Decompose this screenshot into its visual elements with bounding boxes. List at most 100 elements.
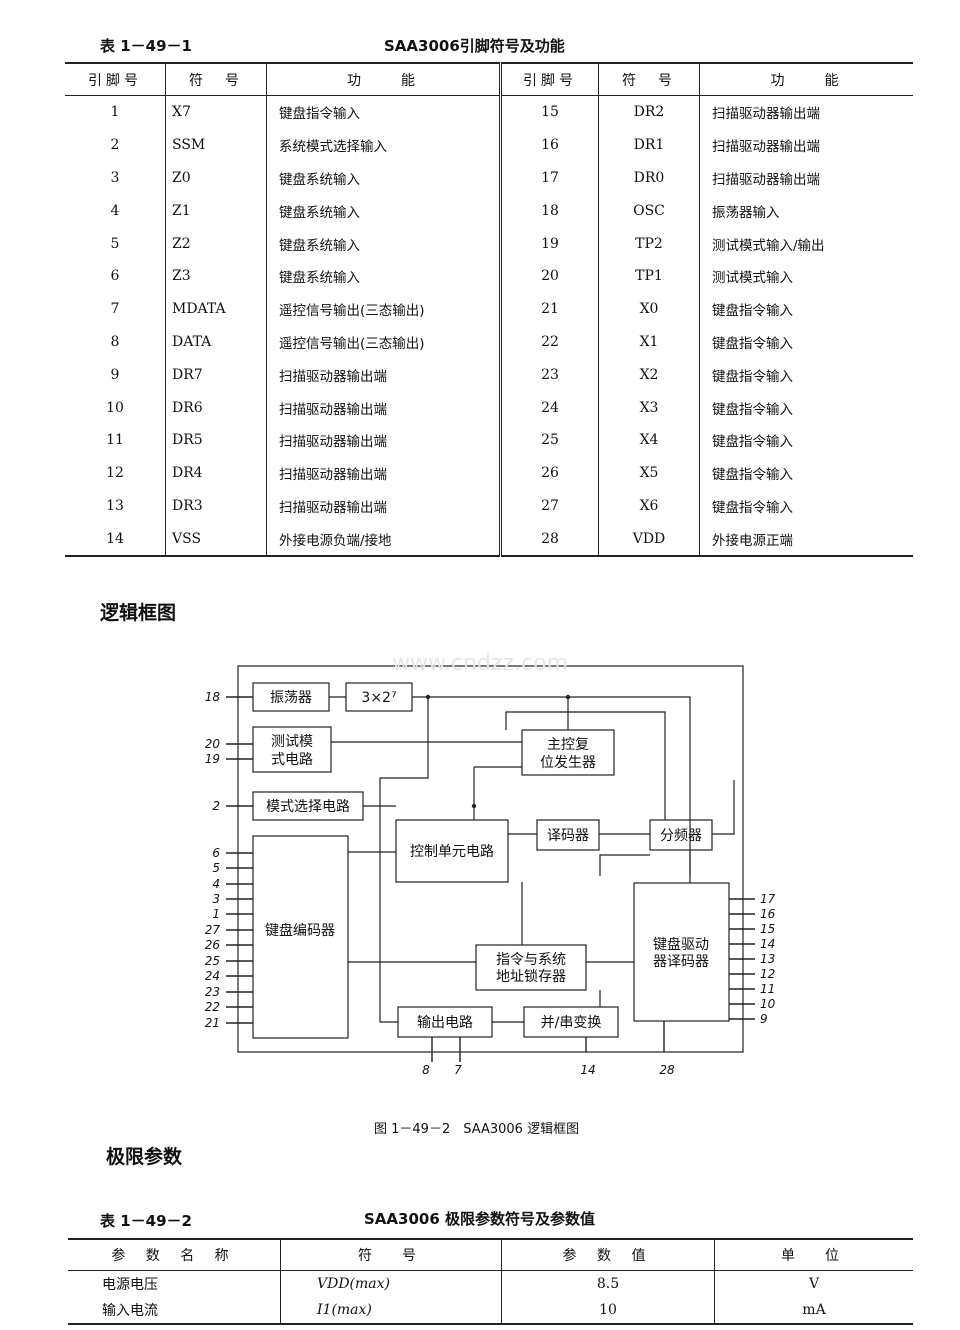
limit-header-unit: 单 位 — [714, 1238, 913, 1271]
test-block — [252, 726, 332, 773]
param-value: 10 — [501, 1297, 715, 1325]
pin-number-2: 19 — [500, 227, 599, 260]
pin-number: 7 — [65, 292, 166, 326]
pin-function-2: 键盘指令输入 — [712, 303, 793, 320]
reset-label-1: 主控复 — [547, 736, 589, 753]
pin-symbol: Z1 — [165, 194, 267, 228]
table1-number: 表 1－49－1 — [100, 37, 192, 55]
param-unit: V — [808, 1276, 820, 1292]
section-limits-title: 极限参数 — [106, 1146, 183, 1168]
pin-number: 13 — [65, 489, 166, 523]
pin-number-2: 22 — [500, 325, 599, 359]
table2-title: SAA3006 极限参数符号及参数值 — [364, 1210, 595, 1228]
header-function: 功 能 — [266, 62, 502, 96]
pin-symbol-2: OSC — [598, 194, 700, 228]
limit-header-value: 参 数 值 — [501, 1238, 715, 1271]
pin-number: 11 — [65, 423, 166, 457]
pin-function: 扫描驱动器输出端 — [266, 489, 502, 523]
pin-symbol-2: X0 — [598, 292, 700, 326]
pin-label-left: 21 — [205, 1016, 220, 1030]
pin-symbol: Z3 — [165, 259, 267, 293]
pin-symbol-2: TP1 — [598, 259, 700, 293]
pin-function: 扫描驱动器输出端 — [266, 423, 502, 457]
param-value: 8.5 — [501, 1270, 715, 1297]
keyenc-block — [252, 835, 349, 1039]
pin-function: 键盘指令输入 — [266, 95, 502, 129]
pin-symbol-2: X5 — [598, 456, 700, 490]
pin-symbol-2: X1 — [598, 325, 700, 359]
ctrl-block — [395, 819, 509, 883]
left-pin-stubs — [226, 696, 253, 1024]
pin-label-bottom: 14 — [580, 1063, 595, 1077]
pin-function: 键盘系统输入 — [266, 259, 502, 293]
pin-function-2: 键盘指令输入 — [712, 401, 793, 418]
param-symbol: I1(max) — [280, 1297, 502, 1325]
keyenc-label: 键盘编码器 — [265, 922, 335, 939]
pin-function-2: 键盘指令输入 — [712, 434, 793, 451]
header-symbol-2: 符 号 — [598, 62, 700, 96]
pin-label-left: 2 — [212, 799, 220, 813]
pin-function-2: 扫描驱动器输出端 — [712, 139, 820, 156]
pin-function-2: 扫描驱动器输出端 — [712, 106, 820, 123]
pin-label-left: 24 — [205, 969, 220, 983]
pin-label-right: 13 — [760, 952, 775, 966]
pin-label-left: 5 — [212, 861, 220, 875]
pin-function-2: 外接电源正端 — [699, 522, 913, 558]
pin-symbol: Z2 — [165, 227, 267, 260]
pin-symbol: DR3 — [165, 489, 267, 523]
pin-number-2: 24 — [500, 391, 599, 424]
header-pin-2: 引脚号 — [500, 62, 599, 96]
pin-function-2: 测试模式输入/输出 — [712, 237, 825, 254]
pin-function-2: 扫描驱动器输出端 — [712, 171, 820, 188]
pin-number: 9 — [65, 358, 166, 392]
pin-label-bottom: 8 — [422, 1063, 430, 1077]
osc-label: 振荡器 — [270, 690, 312, 706]
pin-label-left: 4 — [212, 877, 220, 891]
right-pin-stubs — [729, 898, 755, 1020]
pin-label-left: 20 — [205, 737, 221, 751]
pin-label-right: 14 — [760, 937, 775, 951]
mode-label: 模式选择电路 — [266, 799, 350, 815]
pin-function: 键盘系统输入 — [266, 227, 502, 260]
pin-number: 5 — [65, 227, 166, 260]
pin-label-left: 18 — [205, 690, 221, 704]
pin-table-header: 引脚号 符 号 功 能 引脚号 符 号 功 能 — [65, 62, 913, 96]
pin-function: 扫描驱动器输出端 — [266, 391, 502, 424]
output-label: 输出电路 — [417, 1015, 473, 1031]
test-label-2: 式电路 — [271, 752, 313, 768]
header-function-2: 功 能 — [699, 62, 913, 96]
pin-symbol: MDATA — [165, 292, 267, 326]
test-label-1: 测试模 — [271, 734, 313, 750]
pin-number-2: 18 — [500, 194, 599, 228]
pin-label-left: 23 — [205, 985, 220, 999]
pin-function-2: 键盘指令输入 — [712, 467, 793, 484]
pin-function: 键盘系统输入 — [266, 194, 502, 228]
pin-function-2: 振荡器输入 — [712, 204, 780, 221]
pin-label-left: 1 — [212, 907, 220, 921]
pin-label-left: 22 — [205, 1000, 220, 1014]
param-symbol: VDD(max) — [280, 1270, 502, 1297]
header-symbol: 符 号 — [165, 62, 267, 96]
pin-label-left: 27 — [205, 923, 221, 937]
pin-number: 3 — [65, 161, 166, 195]
pin-function: 遥控信号输出(三态输出) — [266, 325, 502, 359]
pin-symbol: DR7 — [165, 358, 267, 392]
pin-function: 外接电源负端/接地 — [266, 522, 502, 558]
latch-block — [475, 944, 587, 991]
pin-number-2: 21 — [500, 292, 599, 326]
div3-label: 3×2⁷ — [361, 690, 396, 706]
pin-symbol: VSS — [165, 522, 267, 558]
pin-symbol-2: DR1 — [598, 128, 700, 162]
pin-symbol-2: X6 — [598, 489, 700, 523]
pin-symbol: DR6 — [165, 391, 267, 424]
pin-number: 1 — [65, 95, 166, 129]
ps-label: 并/串变换 — [541, 1014, 602, 1031]
